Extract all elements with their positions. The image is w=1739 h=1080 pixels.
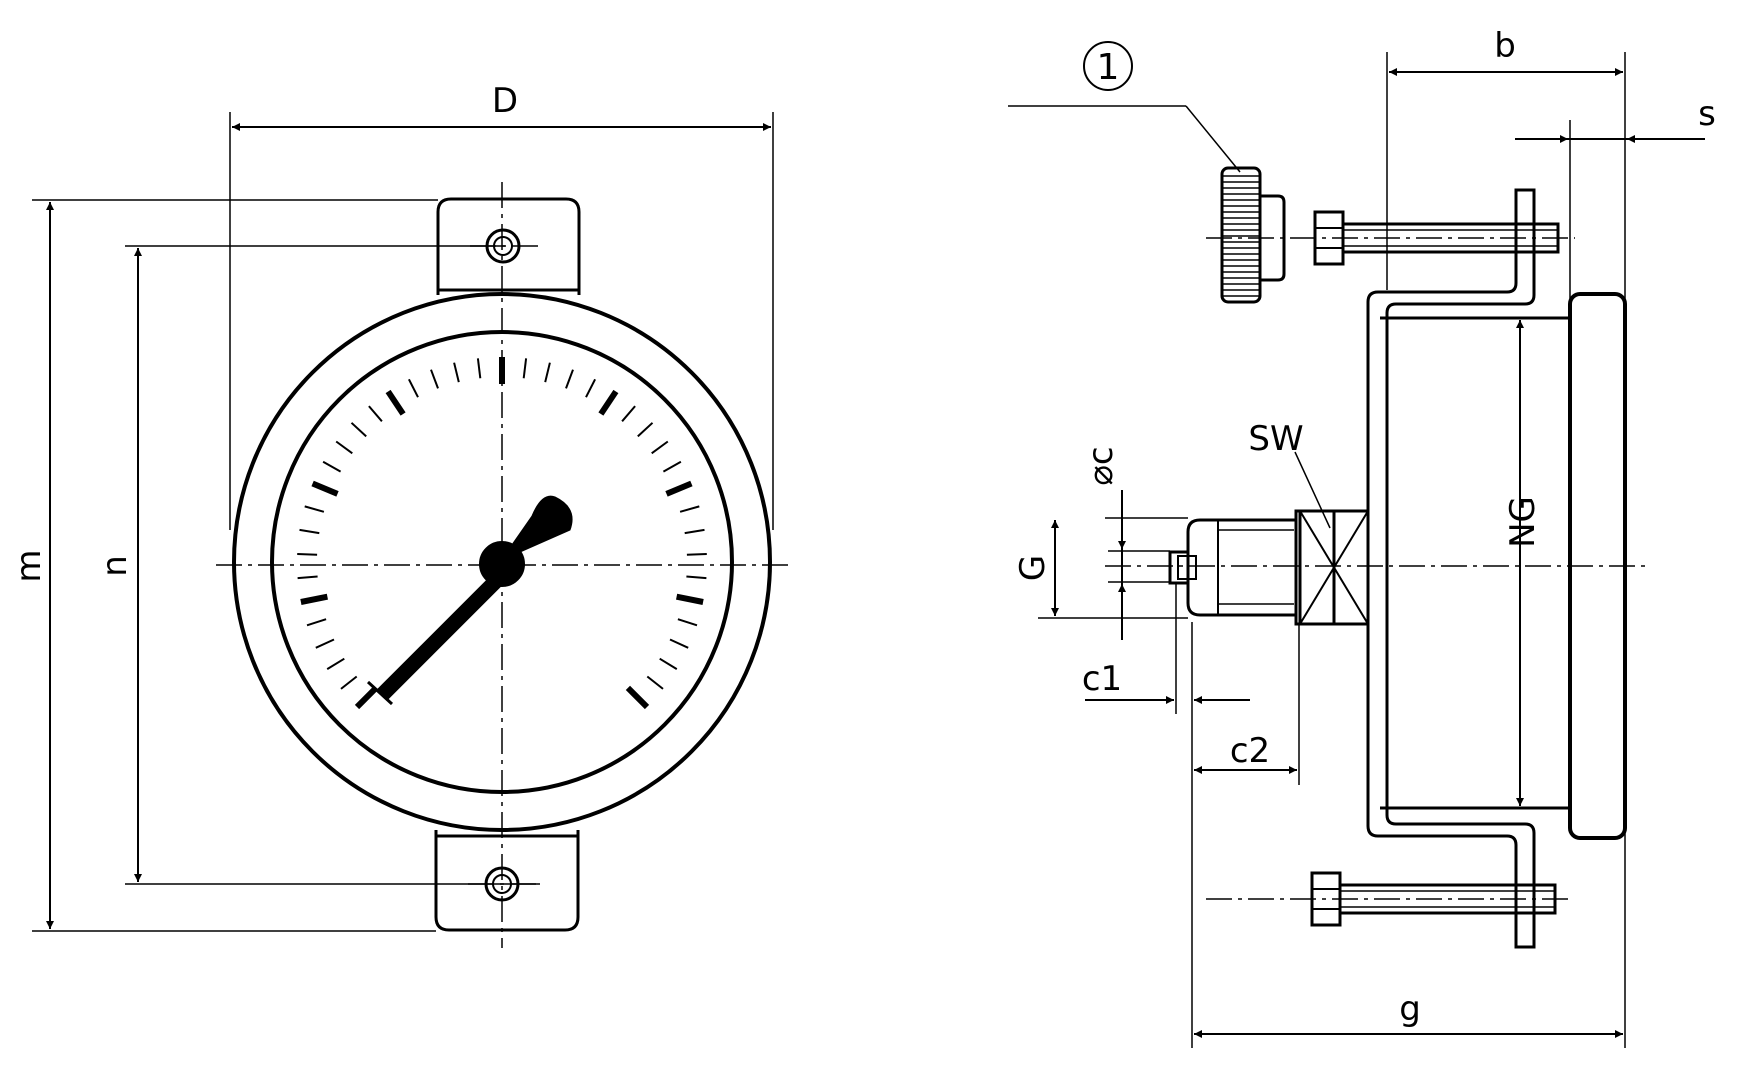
label-G: G: [1013, 555, 1053, 581]
minor-tick: [368, 405, 383, 422]
minor-tick: [565, 369, 574, 389]
connection-fitting: [1168, 518, 1296, 617]
minor-tick: [684, 528, 705, 535]
minor-tick: [585, 378, 596, 398]
minor-tick: [304, 505, 325, 513]
minor-tick: [669, 638, 689, 649]
side-centre-lines: [1105, 237, 1650, 900]
minor-tick: [430, 369, 439, 389]
major-tick: [385, 389, 406, 416]
minor-tick: [662, 460, 682, 473]
minor-tick: [686, 553, 707, 556]
side-view: [1008, 52, 1650, 1048]
label-b: b: [1494, 26, 1516, 66]
callout-circle: [1083, 41, 1133, 91]
label-s: s: [1698, 94, 1716, 134]
minor-tick: [340, 675, 358, 690]
minor-tick: [297, 553, 318, 556]
minor-tick: [686, 575, 707, 580]
label-NG: NG: [1503, 496, 1543, 548]
label-g: g: [1399, 989, 1421, 1029]
label-SW: SW: [1248, 419, 1303, 459]
label-c1: c1: [1082, 659, 1122, 699]
dial-scale: [297, 357, 707, 710]
minor-tick: [326, 657, 345, 670]
major-tick: [354, 685, 379, 710]
major-tick: [598, 389, 619, 416]
minor-tick: [350, 422, 367, 438]
mounting-bracket: [1366, 188, 1536, 949]
minor-tick: [453, 362, 460, 383]
major-tick: [676, 593, 704, 605]
minor-tick: [659, 657, 678, 670]
major-tick: [300, 593, 328, 605]
minor-tick: [677, 618, 698, 627]
minor-tick: [306, 618, 327, 627]
minor-tick: [621, 405, 636, 422]
hex-fitting: [1294, 509, 1370, 626]
gauge-case-side: [1380, 316, 1572, 810]
label-phi-c: ⌀c: [1081, 446, 1121, 485]
minor-tick: [637, 422, 654, 438]
knurled-nut: [1220, 166, 1286, 304]
label-D: D: [492, 81, 518, 121]
major-tick: [665, 480, 693, 497]
callout-number: 1: [1097, 47, 1120, 88]
minor-tick: [315, 638, 335, 649]
label-n: n: [95, 555, 135, 577]
top-mounting-lug: [436, 197, 581, 295]
major-tick: [311, 480, 339, 497]
minor-tick: [297, 575, 318, 580]
major-tick: [625, 685, 650, 710]
minor-tick: [476, 358, 482, 379]
minor-tick: [335, 440, 353, 455]
minor-tick: [522, 358, 528, 379]
callout-leader: [1185, 105, 1241, 173]
minor-tick: [679, 505, 700, 513]
minor-tick: [651, 440, 669, 455]
label-c2: c2: [1230, 731, 1270, 771]
bottom-mounting-lug: [434, 830, 580, 932]
minor-tick: [544, 362, 551, 383]
minor-tick: [646, 675, 664, 690]
minor-tick: [322, 460, 342, 473]
minor-tick: [408, 378, 419, 398]
minor-tick: [299, 528, 320, 535]
SW-leader: [1294, 451, 1331, 529]
label-m: m: [9, 549, 49, 582]
front-view: [32, 112, 790, 948]
